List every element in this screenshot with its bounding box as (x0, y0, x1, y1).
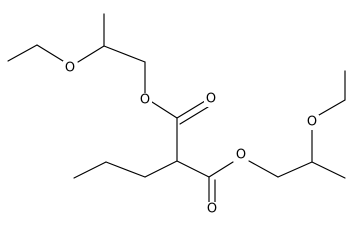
bond-carbonyl-top-a (176, 100, 206, 119)
bond-o-ether-bottom-ch2 (318, 99, 346, 116)
bond-ch2-ch-bottom (277, 161, 313, 178)
bond-ethyl-top (7, 44, 38, 62)
bond-o-ester-left-carbonyl (151, 101, 178, 119)
bond-o-ester-right-ch2 (248, 160, 279, 178)
bond-o-ch-top (77, 45, 105, 63)
bond-ethyl-ch2-o-top (36, 44, 64, 62)
bond-ch-ch2-top (103, 45, 146, 63)
atom-labels: O O O O O O (63, 61, 319, 217)
atom-o-ester-right: O (234, 147, 248, 163)
atom-o-ether-top: O (63, 61, 77, 76)
atom-o-carbonyl-top: O (204, 92, 218, 107)
structural-formula: O O O O O O (7, 13, 346, 217)
atom-o-carbonyl-bottom: O (205, 202, 219, 217)
bond-ch-carbonyl-bottom (176, 160, 210, 178)
atom-o-carbonyl-top-label: O (206, 92, 216, 107)
atom-o-carbonyl-bottom-label: O (207, 202, 217, 217)
bond-ch-methyl-bottom (311, 161, 346, 179)
atom-o-ester-right-label: O (236, 148, 246, 163)
atom-o-ether-bottom-label: O (307, 115, 317, 130)
bond-carbonyl-bottom-o-ester (208, 161, 234, 178)
atom-o-ester-left-label: O (140, 93, 150, 108)
atom-o-ester-left: O (138, 93, 152, 108)
bond-ch-propyl-1 (144, 160, 178, 178)
atom-o-ether-top-label: O (65, 61, 75, 76)
bond-propyl-2 (105, 161, 146, 178)
atom-o-ether-bottom: O (305, 115, 319, 130)
bond-propyl-3 (73, 161, 107, 179)
bonds (7, 13, 346, 204)
bond-carbonyl-top-b (179, 106, 209, 125)
